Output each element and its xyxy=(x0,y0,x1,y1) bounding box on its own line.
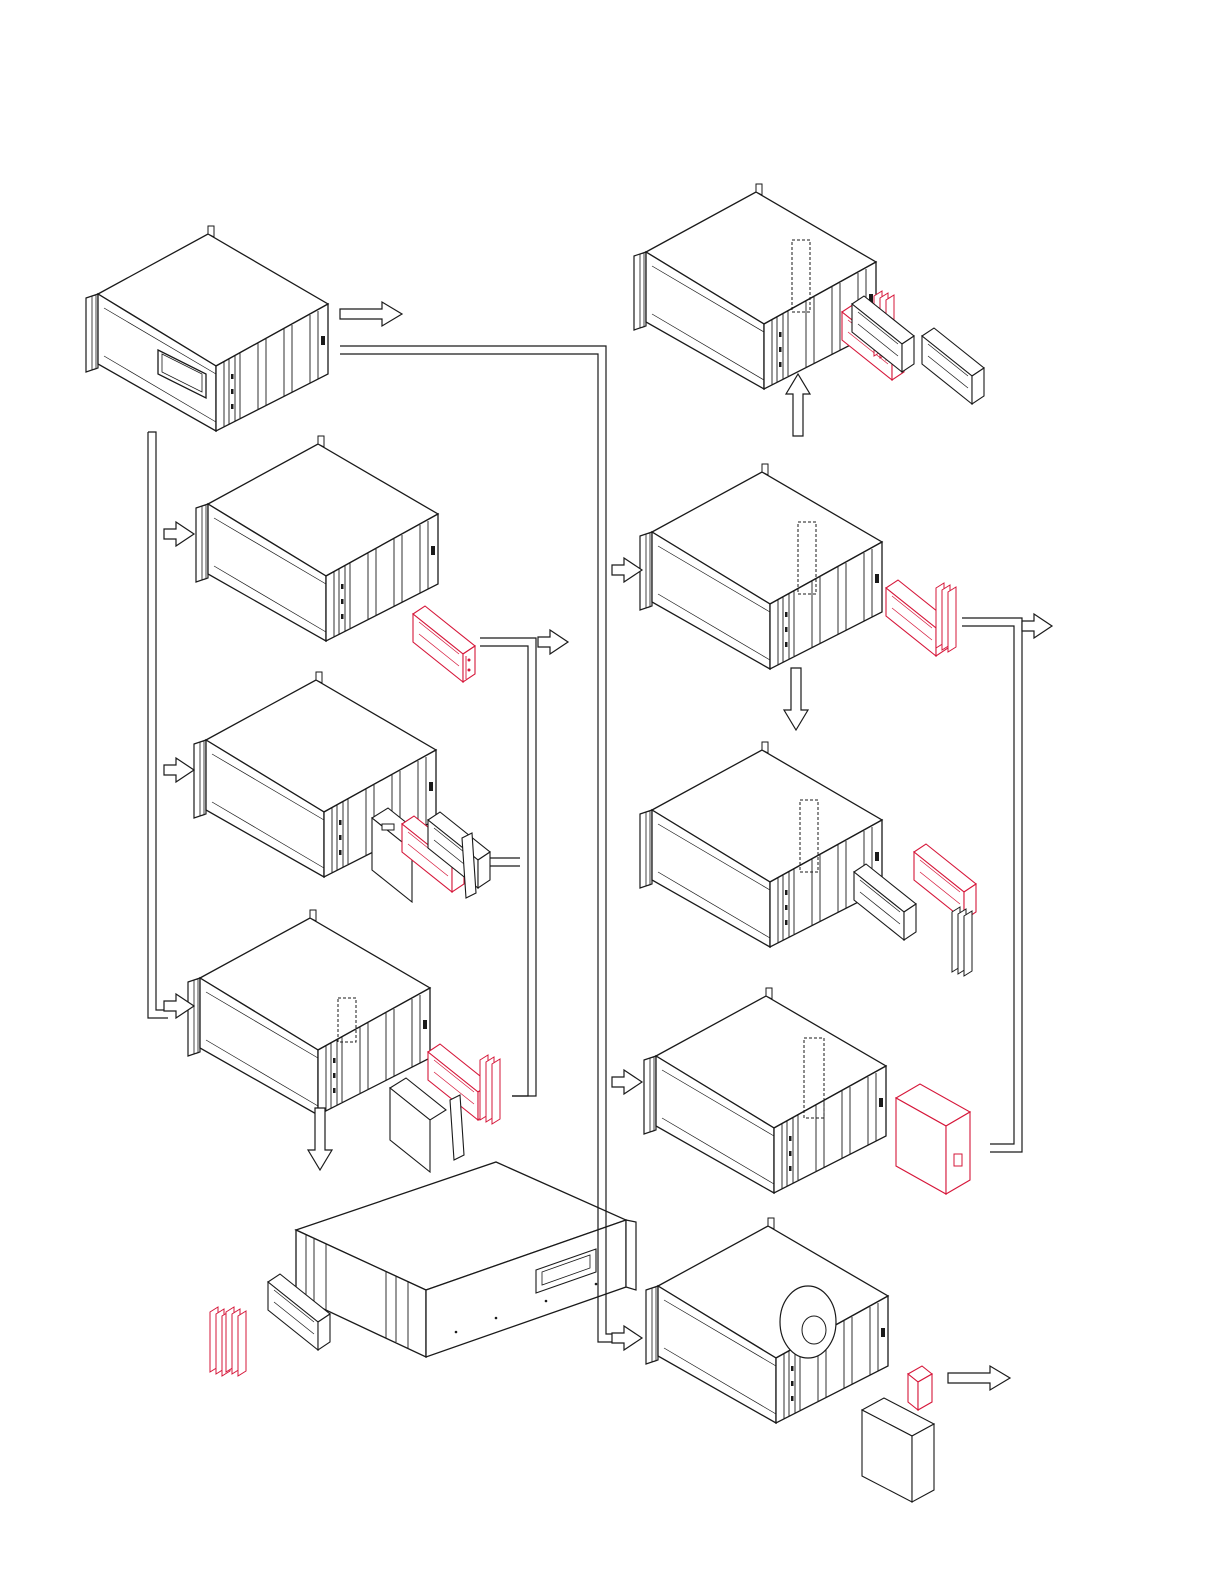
arrow-right-icon xyxy=(164,522,194,546)
drawer-frame xyxy=(854,864,916,940)
unit-remove-module-b xyxy=(194,672,490,902)
arrow-right-icon xyxy=(538,630,568,654)
arrow-right-icon xyxy=(612,1326,642,1350)
cover-plate xyxy=(922,328,984,404)
arrow-right-icon xyxy=(612,1070,642,1094)
unit-original xyxy=(86,226,328,431)
arrow-right-icon xyxy=(612,558,642,582)
arrow-up-icon xyxy=(786,374,810,436)
arrow-right-icon xyxy=(1022,614,1052,638)
arrow-right-icon xyxy=(164,758,194,782)
unit-remove-module-a xyxy=(196,436,475,682)
side-panel xyxy=(390,1078,446,1172)
unit-right-3 xyxy=(644,988,970,1194)
module-card-highlight xyxy=(914,844,976,920)
unit-top-right xyxy=(634,184,984,404)
arrow-right-icon xyxy=(340,302,402,326)
arrow-down-icon xyxy=(308,1108,332,1170)
heatsink-highlight xyxy=(936,583,956,652)
unit-right-4 xyxy=(646,1218,934,1502)
unit-right-1 xyxy=(640,464,956,669)
arrow-right-icon xyxy=(948,1366,1010,1390)
unit-right-2 xyxy=(640,742,976,976)
unit-remove-module-c xyxy=(188,910,500,1172)
arrow-down-icon xyxy=(784,668,808,730)
heatsink-highlight xyxy=(480,1055,500,1124)
unit-result-rear-view xyxy=(210,1162,636,1376)
